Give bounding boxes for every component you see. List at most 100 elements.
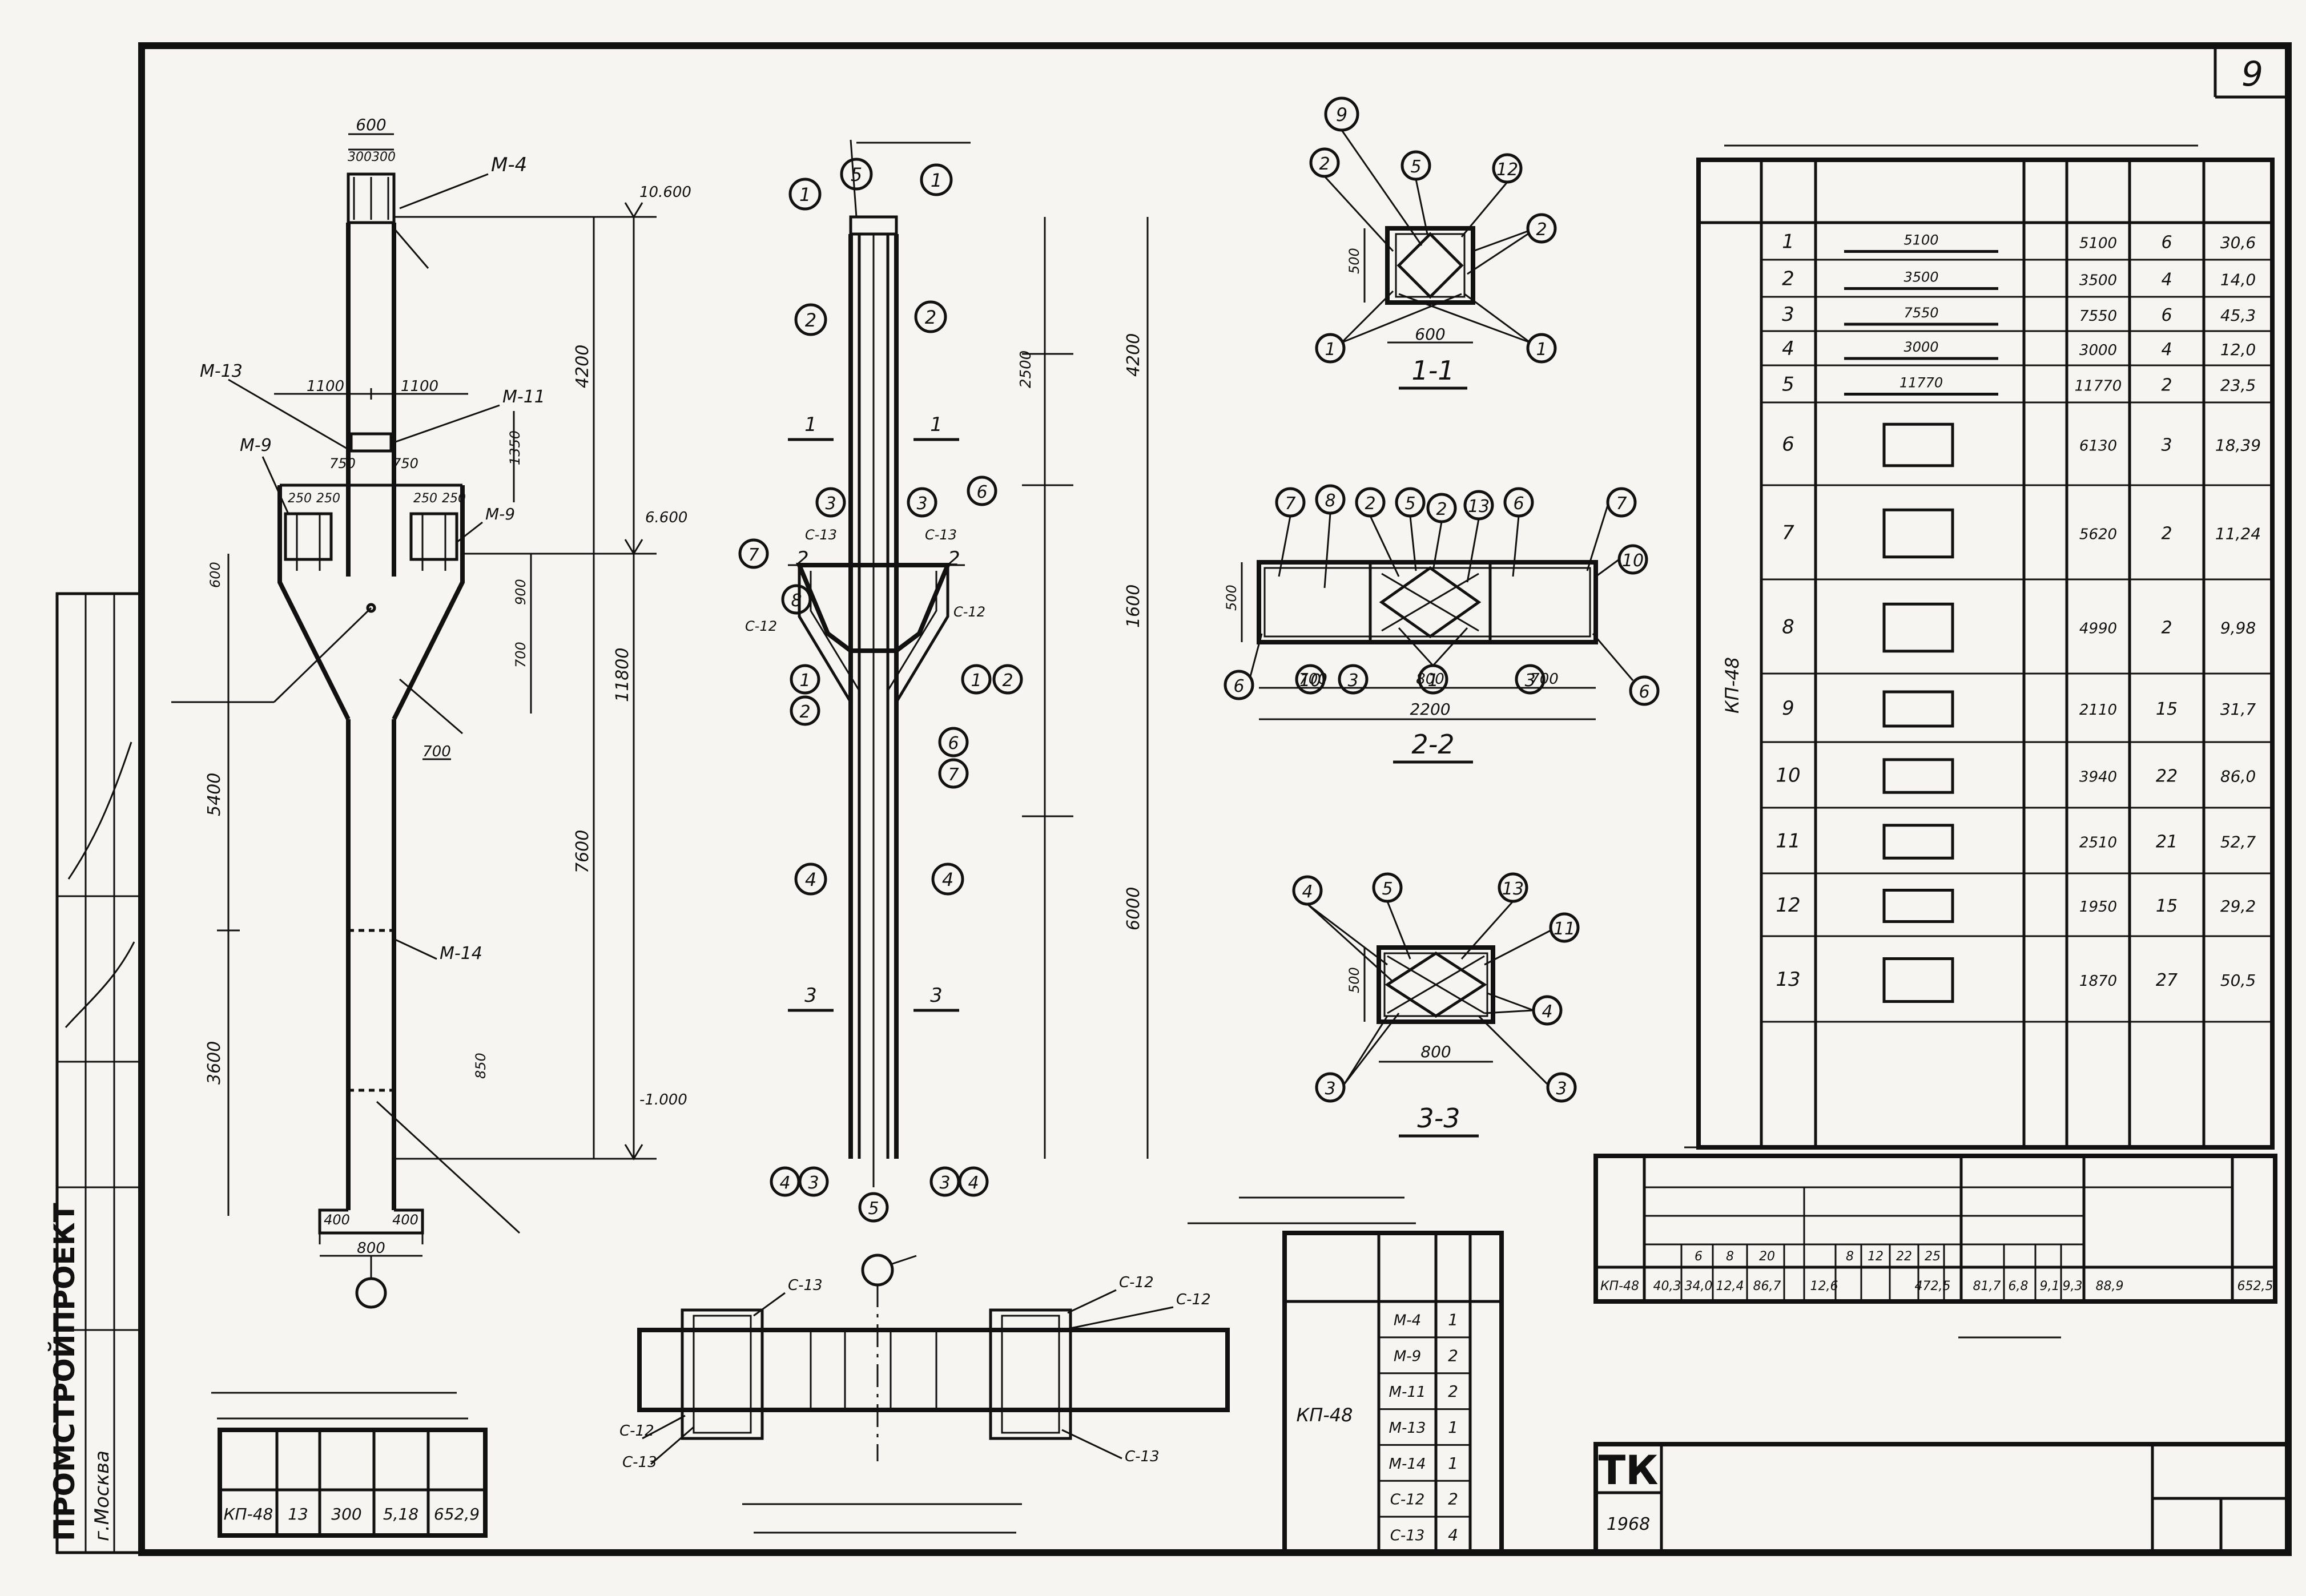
column-elevation: 600 300 300 М-4 400 400 800 xyxy=(171,115,691,1309)
spec-total: 23,5 xyxy=(2220,376,2256,395)
spec-total: 52,7 xyxy=(2220,833,2256,852)
label-m4: М-4 xyxy=(491,154,527,176)
dim-700: 700 xyxy=(422,743,451,760)
steel-cell: 40,3 xyxy=(1653,1279,1681,1293)
net-c12-left: С-12 xyxy=(745,618,777,634)
dim-1600: 1600 xyxy=(1124,585,1144,628)
spec-pos: 4 xyxy=(1782,337,1794,360)
section-3-right: 3 xyxy=(930,984,943,1007)
section-1-right: 1 xyxy=(930,413,943,436)
org-name: ПРОМСТРОЙПРОЕКТ xyxy=(47,1203,81,1541)
spec-len: 5100 xyxy=(2079,235,2117,252)
spec-pos: 10 xyxy=(1776,764,1800,787)
svg-text:3: 3 xyxy=(1556,1079,1567,1099)
svg-text:4: 4 xyxy=(779,1173,790,1193)
embedded-m9-right xyxy=(409,512,458,561)
steel-header: 8 xyxy=(1726,1250,1734,1264)
steel-header: 25 xyxy=(1925,1250,1941,1264)
dim-250-a: 250 xyxy=(288,491,312,506)
steel-header: 22 xyxy=(1896,1250,1912,1264)
section-2-2: 500 700 800 700 2200 2-2 7 8 2 5 2 13 6 … xyxy=(1224,484,1660,764)
spec-total: 50,5 xyxy=(2220,971,2256,990)
section-2-left: 2 xyxy=(796,547,809,570)
dim-1100-a: 1100 xyxy=(307,378,344,395)
svg-text:2: 2 xyxy=(925,307,936,328)
spec-qty: 22 xyxy=(2156,767,2178,787)
spec-len: 5620 xyxy=(2079,526,2117,543)
mark-bottom: -1.000 xyxy=(639,1091,687,1109)
spec-pos: 6 xyxy=(1782,433,1794,456)
svg-text:3: 3 xyxy=(916,494,927,514)
svg-text:4: 4 xyxy=(942,869,953,890)
spec-pos: 1 xyxy=(1782,231,1794,253)
svg-text:4: 4 xyxy=(1302,882,1313,902)
spec-stirrup-sketch xyxy=(1882,422,1954,467)
title-block: ТК 1968 xyxy=(1593,1442,2292,1555)
emb-qty: 1 xyxy=(1448,1454,1458,1473)
svg-text:13: 13 xyxy=(1502,879,1524,899)
spec-len: 7550 xyxy=(2079,308,2117,325)
spec-sketch-len: 3000 xyxy=(1903,339,1938,355)
spec-total: 45,3 xyxy=(2220,306,2256,325)
s33-w: 800 xyxy=(1420,1042,1451,1061)
svg-text:1: 1 xyxy=(799,671,810,691)
steel-header: 12 xyxy=(1868,1250,1884,1264)
steel-cell: 12,4 xyxy=(1716,1279,1744,1293)
spec-pos: 5 xyxy=(1782,373,1794,396)
mark-mid: 6.600 xyxy=(645,509,687,526)
dim-750-a: 750 xyxy=(329,456,356,471)
svg-text:3: 3 xyxy=(1347,671,1358,691)
svg-text:4: 4 xyxy=(968,1173,979,1193)
spec-stirrup-sketch xyxy=(1882,824,1954,860)
svg-text:6: 6 xyxy=(1513,494,1524,514)
section-2-right: 2 xyxy=(948,547,960,570)
spec-pos: 7 xyxy=(1782,522,1794,545)
steel-cell: 472,5 xyxy=(1915,1279,1951,1293)
steel-header: 6 xyxy=(1695,1250,1703,1264)
spec-len: 1870 xyxy=(2079,973,2117,990)
s11-h: 500 xyxy=(1346,248,1362,274)
steel-cell: 6,8 xyxy=(2009,1279,2029,1293)
tech-cell: 652,9 xyxy=(434,1505,480,1524)
level-mark-bottom: -1.000 xyxy=(394,1091,687,1160)
dim-top-width: 600 xyxy=(356,115,386,134)
embedded-m4 xyxy=(347,172,396,224)
svg-text:3: 3 xyxy=(939,1173,950,1193)
spec-len: 2510 xyxy=(2079,835,2117,852)
spec-total: 31,7 xyxy=(2220,700,2256,719)
spec-len: 3000 xyxy=(2079,342,2117,359)
section-1-left: 1 xyxy=(804,413,817,436)
mark-top: 10.600 xyxy=(639,184,691,201)
steel-cell: 88,9 xyxy=(2096,1279,2124,1293)
reinforcement-view: 2 2 1 1 3 3 1 5 1 2 2 3 3 6 7 8 1 2 1 2 … xyxy=(738,139,1149,1223)
label-m11: М-11 xyxy=(502,387,545,407)
spec-total: 12,0 xyxy=(2220,340,2256,359)
svg-text:3: 3 xyxy=(825,494,836,514)
emb-element: С-12 xyxy=(1390,1492,1425,1509)
dim-900: 900 xyxy=(513,579,529,605)
dim-1350: 1350 xyxy=(507,430,523,465)
svg-text:6: 6 xyxy=(1639,682,1649,702)
spec-total: 14,0 xyxy=(2220,271,2256,289)
emb-qty: 2 xyxy=(1448,1382,1458,1401)
svg-text:5: 5 xyxy=(1404,494,1415,514)
svg-text:11: 11 xyxy=(1554,919,1575,939)
dim-7600: 7600 xyxy=(573,830,593,873)
dim-base-b: 400 xyxy=(392,1212,418,1228)
spec-pos: 8 xyxy=(1782,616,1794,639)
dim-250-d: 250 xyxy=(442,491,466,506)
org-city: г.Москва xyxy=(91,1450,114,1541)
svg-text:5: 5 xyxy=(851,164,862,186)
label-m13: М-13 xyxy=(200,361,243,381)
emb-element: М-13 xyxy=(1389,1420,1426,1437)
spec-len: 1950 xyxy=(2079,898,2117,916)
spec-sketch-len: 3500 xyxy=(1903,269,1938,285)
left-stamp: ПРОМСТРОЙПРОЕКТ г.Москва xyxy=(47,592,143,1554)
spec-sketch-len: 7550 xyxy=(1903,305,1938,321)
dim-3600: 3600 xyxy=(204,1041,224,1085)
svg-text:С-12: С-12 xyxy=(1176,1291,1211,1308)
dim-700-v: 700 xyxy=(513,642,529,668)
spec-qty: 27 xyxy=(2156,970,2178,990)
